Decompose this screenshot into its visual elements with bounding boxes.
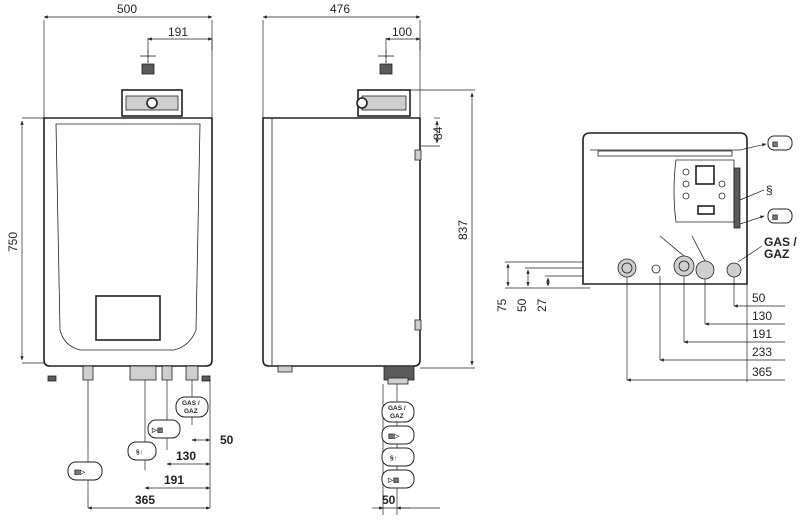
svg-text:▷▥: ▷▥ — [151, 427, 164, 434]
front-flue-offset-label: 191 — [168, 25, 188, 39]
heating-supply-icon-front: ▷▥ — [147, 419, 181, 439]
front-dim-50: 50 — [220, 433, 234, 447]
bottom-vdim-50: 50 — [515, 298, 529, 312]
gas-badge-side: GAS / GAZ — [381, 401, 415, 423]
front-dim-191: 191 — [164, 473, 184, 487]
bottom-vdim-27: 27 — [535, 298, 549, 312]
heating-return-icon-front: ▥▷ — [67, 461, 103, 481]
heating-return-icon-side: ▷▥ — [381, 469, 415, 489]
bottom-view: 75 50 27 50 130 191 233 365 ▥ § — [495, 132, 797, 382]
gas-label-line1: GAS / — [764, 235, 797, 249]
svg-text:GAZ: GAZ — [184, 408, 198, 415]
bottom-hdim-191: 191 — [752, 327, 772, 341]
front-fittings — [47, 365, 211, 382]
hot-water-icon-front: §↑ — [127, 441, 157, 461]
svg-text:GAZ: GAZ — [390, 413, 404, 420]
flue-outlet-front — [121, 50, 183, 117]
heating-return-icon-bottom: ▥ — [739, 208, 793, 225]
svg-text:GAS /: GAS / — [182, 400, 200, 407]
front-display-window — [95, 295, 161, 341]
side-fittings — [277, 365, 415, 385]
side-body — [262, 117, 421, 367]
flue-outlet-side — [356, 50, 411, 117]
bottom-connections — [617, 235, 742, 280]
svg-text:§: § — [766, 183, 773, 197]
side-total-height-label: 837 — [456, 220, 470, 240]
hot-water-icon-bottom: § — [739, 183, 773, 201]
side-top-offset-label: 84 — [431, 126, 445, 140]
gas-badge-front: GAS / GAZ — [175, 396, 209, 418]
front-dim-365: 365 — [135, 493, 155, 507]
bottom-hdim-233: 233 — [752, 345, 772, 359]
heating-supply-icon-side: ▥▷ — [381, 425, 415, 445]
front-view: 500 191 750 — [6, 2, 234, 510]
svg-text:▥: ▥ — [772, 141, 779, 148]
side-view: 476 100 84 837 — [262, 2, 475, 515]
bottom-hdim-130: 130 — [752, 309, 772, 323]
side-flue-offset-label: 100 — [392, 25, 412, 39]
bottom-vdim-75: 75 — [495, 298, 509, 312]
bottom-hdim-365: 365 — [752, 365, 772, 379]
bottom-hdim-50: 50 — [752, 291, 766, 305]
side-bottom-offset-label: 50 — [382, 493, 396, 507]
front-height-label: 750 — [6, 232, 20, 252]
front-width-label: 500 — [117, 2, 137, 16]
gas-label-bottom: GAS / GAZ — [737, 235, 797, 263]
front-body — [43, 117, 213, 367]
svg-text:▥▷: ▥▷ — [74, 469, 86, 476]
gas-label-line2: GAZ — [764, 247, 789, 261]
svg-text:▥: ▥ — [772, 214, 779, 221]
svg-text:▥▷: ▥▷ — [388, 433, 400, 440]
svg-text:§↑: §↑ — [390, 455, 397, 462]
svg-text:GAS /: GAS / — [388, 405, 406, 412]
front-dim-130: 130 — [176, 449, 196, 463]
hot-water-icon-side: §↑ — [381, 447, 415, 467]
svg-text:§↑: §↑ — [136, 449, 143, 456]
side-depth-label: 476 — [330, 2, 350, 16]
heating-supply-icon-bottom: ▥ — [739, 135, 793, 151]
svg-text:▷▥: ▷▥ — [387, 477, 400, 484]
